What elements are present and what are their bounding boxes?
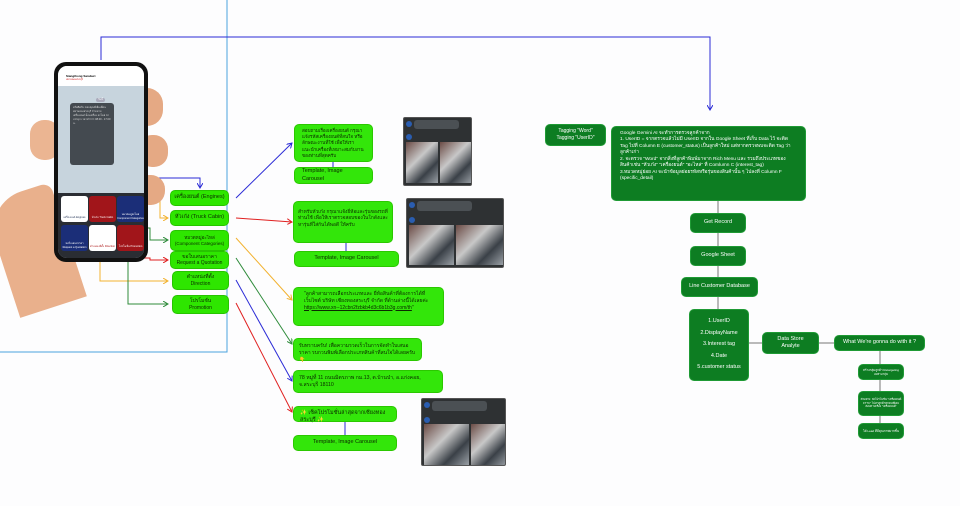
- tile-engines[interactable]: เครื่องยนต์ Engines: [61, 196, 88, 222]
- menu-truck-cabin[interactable]: หัวเก๋ง (Truck Cabin): [171, 211, 228, 225]
- data-store-box: Data Store Analyte: [763, 333, 818, 353]
- reply-direction: 78 หมู่ที่ 11 ถนนมิตรภาพ กม.13, ต.บ้านป่…: [294, 371, 442, 392]
- rich-menu: เครื่องยนต์ Engines หัวเก๋ง Truck Cabin …: [58, 193, 144, 258]
- reply-cabin: สำหรับหัวเก๋ง กรุณาแจ้งยี่ห้อและรุ่นของร…: [294, 202, 392, 242]
- reply-promotion: ✨ เช็คโปรโมชั่นล่าสุดจากเซียงทองสระบุรี …: [294, 407, 396, 423]
- carousel-screenshot-1: [403, 117, 472, 186]
- chat-header: Siangthong Saraburi สยามทองสระบุรี: [58, 66, 144, 86]
- tile-direction[interactable]: ตำแหน่งที่ตั้ง Direction: [89, 225, 116, 251]
- tile-quotation[interactable]: ขอใบเสนอราคา Request a Quotation: [61, 225, 88, 251]
- welcome-message: สวัสดีครับ ขอบคุณที่เพิ่มเพื่อน สยามทองส…: [70, 103, 114, 165]
- website-link[interactable]: https://www.xn--12cbn2fzbkb4d3c6b1b3g.co…: [304, 304, 412, 311]
- carousel-screenshot-3: [421, 398, 506, 466]
- action-retargeting: สร้างกลุ่มลูกค้า Retargeting เฉพาะกลุ่ม: [859, 365, 903, 379]
- tagging-box: Tagging "Word"Tagging "UserID": [546, 125, 605, 145]
- get-record-box: Get Record: [691, 214, 745, 232]
- date-chip: วันนี้: [96, 98, 105, 102]
- template-carousel-2: Template, Image Carousel: [295, 252, 398, 266]
- tile-promotion[interactable]: โปรโมชั่น Promotion: [117, 225, 144, 251]
- what-box: What We're gonna do with it ?: [835, 336, 924, 350]
- template-carousel-3: Template, Image Carousel: [294, 436, 396, 450]
- reply-components: "ลูกค้าสามารถเลือกประเภทและ ยี่ห้อสินค้า…: [294, 288, 443, 325]
- menu-engines[interactable]: เครื่องยนต์ (Engines): [171, 191, 228, 205]
- phone: Siangthong Saraburi สยามทองสระบุรี วันนี…: [54, 62, 148, 262]
- chat-title: Siangthong Saraburi: [66, 74, 96, 78]
- template-carousel-1: Template, Image Carousel: [295, 168, 372, 183]
- tile-components[interactable]: หมวดหมู่อะไหล่ Component Categories: [117, 196, 144, 222]
- reply-engines: สอบถามเรื่องเครื่องยนต์ กรุณาแจ้งรหัสเคร…: [295, 125, 372, 161]
- action-lead: ได้ Lead ที่มีคุณภาพมากขึ้น: [859, 424, 903, 438]
- menu-components[interactable]: หมวดหมู่อะไหล่(Component Categories): [171, 231, 228, 250]
- chat-subtitle: สยามทองสระบุรี: [66, 78, 83, 81]
- carousel-screenshot-2: [406, 198, 504, 268]
- google-sheet-box: Google Sheet: [691, 247, 745, 265]
- reply-quotation: รับทราบครับ! เพื่อความรวดเร็วในการจัดทำใ…: [294, 339, 421, 363]
- action-example: ตัวอย่าง: ส่งโปรโมชั่น "เครื่องยนต์ FT7C…: [859, 392, 903, 415]
- tile-truck-cabin[interactable]: หัวเก๋ง Truck Cabin: [89, 196, 116, 222]
- line-db-box: Line Customer Database: [682, 278, 757, 296]
